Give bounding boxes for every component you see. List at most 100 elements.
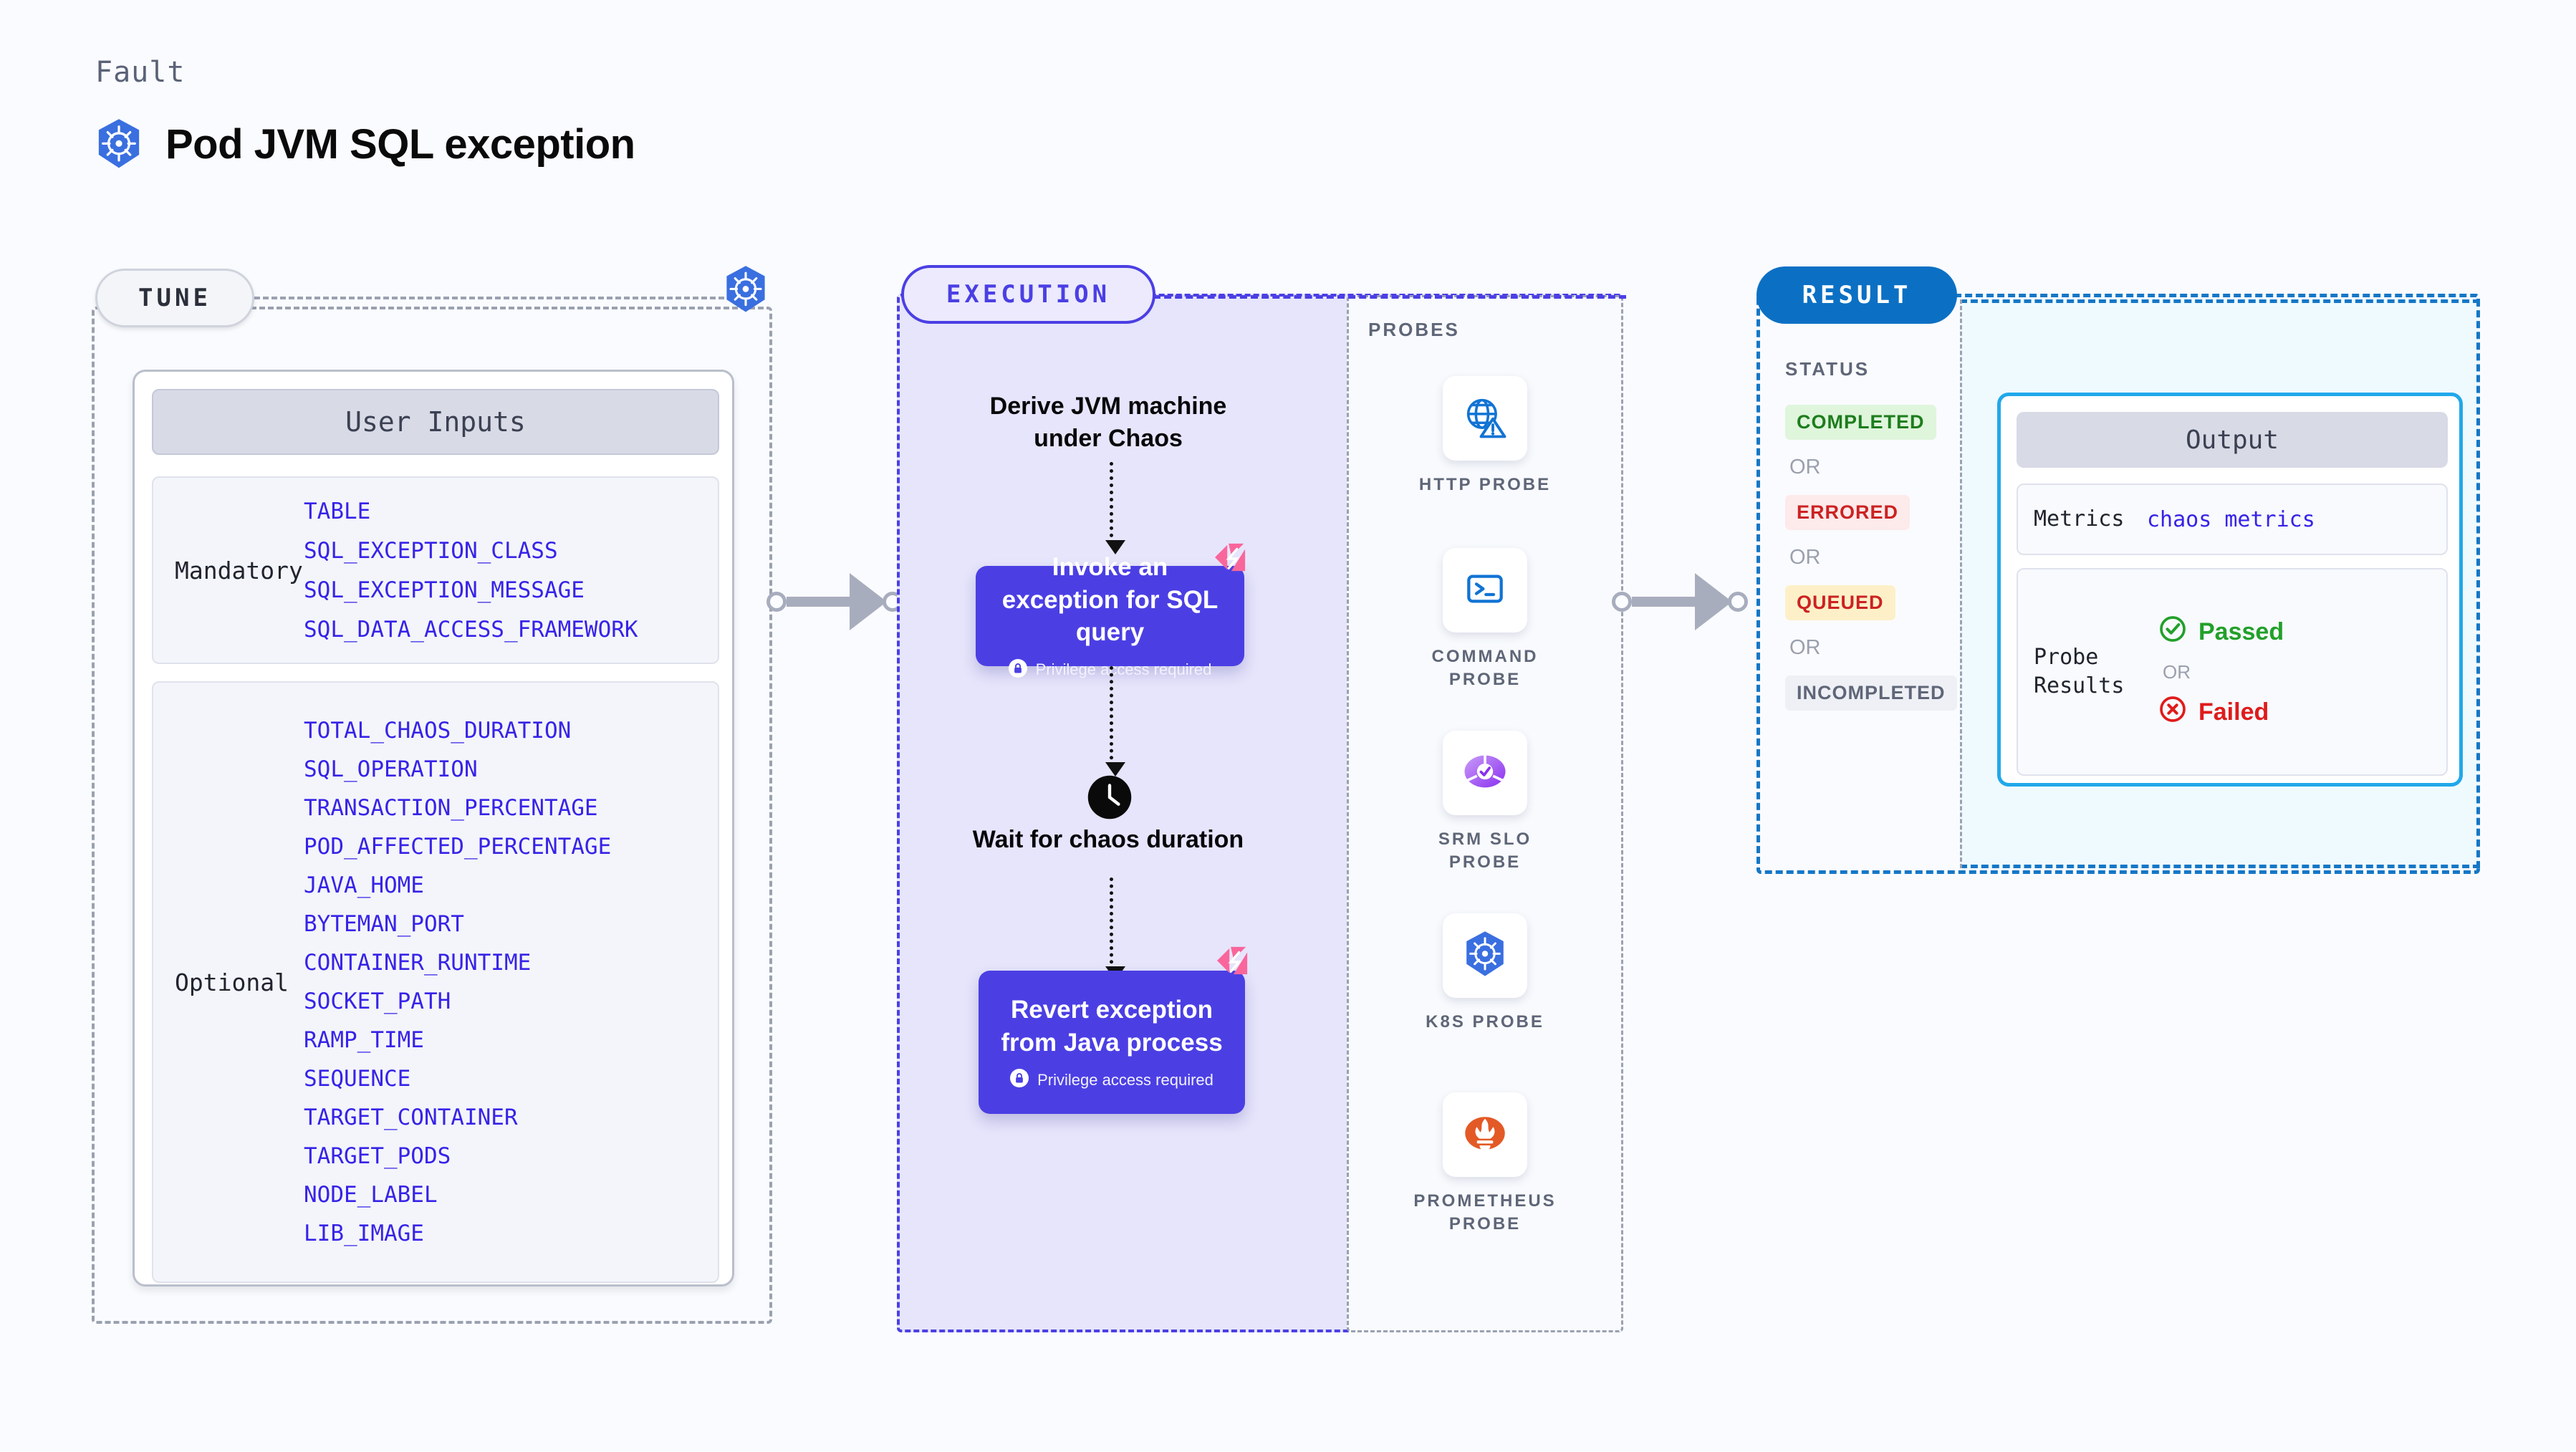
output-title: Output <box>2017 412 2448 468</box>
probe-label: COMMAND PROBE <box>1431 647 1539 690</box>
or-label: OR <box>1789 636 1821 659</box>
probe-results-label: Probe Results <box>2034 644 2125 699</box>
param-item[interactable]: JAVA_HOME <box>304 872 424 898</box>
connector-dot <box>766 592 787 612</box>
param-item[interactable]: POD_AFFECTED_PERCENTAGE <box>304 834 612 860</box>
tune-panel-border <box>92 307 772 1324</box>
param-item[interactable]: TABLE <box>304 498 371 524</box>
probe-tile <box>1443 548 1527 633</box>
privilege-label: Privilege access required <box>1037 1070 1213 1089</box>
privilege-label: Privilege access required <box>1035 660 1212 679</box>
action-card-title: Invoke an exception for SQL query <box>1001 553 1219 647</box>
probe-item-command[interactable]: COMMAND PROBE <box>1347 548 1623 692</box>
or-label: OR <box>1789 456 1821 479</box>
output-card: Output Metrics chaos metrics Probe Resul… <box>1997 393 2463 787</box>
probe-tile <box>1443 376 1527 461</box>
param-item[interactable]: SQL_EXCEPTION_MESSAGE <box>304 577 585 603</box>
kubernetes-icon <box>724 265 768 317</box>
mandatory-group-label: Mandatory <box>175 556 303 585</box>
connector-execution-to-result <box>1612 573 1748 630</box>
probe-label: HTTP PROBE <box>1418 475 1552 494</box>
status-badge: INCOMPLETED <box>1785 675 1957 711</box>
action-card-title: Revert exception from Java process <box>1001 996 1223 1057</box>
probe-tile <box>1443 913 1527 998</box>
privilege-row: Privilege access required <box>1008 658 1212 681</box>
param-item[interactable]: LIB_IMAGE <box>304 1221 424 1246</box>
probe-item-k8s[interactable]: K8S PROBE <box>1347 913 1623 1034</box>
param-item[interactable]: RAMP_TIME <box>304 1027 424 1053</box>
metrics-value[interactable]: chaos metrics <box>2147 506 2315 532</box>
probe-result-passed: Passed <box>2158 615 2284 650</box>
connector-tune-to-execution <box>766 573 903 630</box>
param-item[interactable]: TRANSACTION_PERCENTAGE <box>304 795 598 821</box>
probe-item-http[interactable]: HTTP PROBE <box>1347 376 1623 496</box>
param-item[interactable]: SQL_EXCEPTION_CLASS <box>304 537 558 564</box>
chaos-icon <box>1216 946 1250 981</box>
probe-result-failed: Failed <box>2158 695 2284 730</box>
status-heading: STATUS <box>1785 358 1870 380</box>
privilege-row: Privilege access required <box>1010 1069 1213 1091</box>
probe-tile <box>1443 731 1527 815</box>
result-divider <box>1960 299 1962 868</box>
param-item[interactable]: TARGET_PODS <box>304 1143 451 1169</box>
mandatory-params-group: Mandatory TABLE SQL_EXCEPTION_CLASS SQL_… <box>152 476 719 664</box>
param-item[interactable]: SQL_OPERATION <box>304 756 478 782</box>
globe-warning-icon <box>1461 393 1509 444</box>
connector-dot <box>1728 592 1748 612</box>
action-card-invoke-exception[interactable]: Invoke an exception for SQL query Privil… <box>976 553 1244 678</box>
probe-label: PROMETHEUS PROBE <box>1413 1191 1557 1234</box>
chaos-icon <box>1213 542 1248 577</box>
probes-title: PROBES <box>1368 319 1460 340</box>
clock-icon <box>1086 774 1133 824</box>
connector-shaft <box>787 597 850 607</box>
kubernetes-icon <box>1463 931 1507 981</box>
param-item[interactable]: SOCKET_PATH <box>304 989 451 1014</box>
or-label: OR <box>1789 546 1821 569</box>
x-circle-icon <box>2158 695 2187 730</box>
page-title: Pod JVM SQL exception <box>165 120 635 168</box>
passed-label: Passed <box>2198 617 2284 645</box>
param-item[interactable]: CONTAINER_RUNTIME <box>304 950 532 976</box>
srm-slo-icon <box>1463 751 1507 795</box>
probe-item-prometheus[interactable]: PROMETHEUS PROBE <box>1347 1092 1623 1236</box>
step-derive-jvm-label: Derive JVM machine under Chaos <box>989 393 1227 453</box>
status-column: STATUS COMPLETED OR ERRORED OR QUEUED OR… <box>1785 358 1993 711</box>
mandatory-param-list: TABLE SQL_EXCEPTION_CLASS SQL_EXCEPTION_… <box>304 499 638 643</box>
output-row-probe-results: Probe Results Passed OR <box>2017 568 2448 776</box>
lock-icon <box>1008 658 1027 681</box>
failed-label: Failed <box>2198 698 2269 726</box>
arrow-head-icon <box>850 573 887 630</box>
probe-item-srm-slo[interactable]: SRM SLO PROBE <box>1347 731 1623 875</box>
fault-eyebrow-label: Fault <box>95 56 186 89</box>
status-badge: ERRORED <box>1785 495 1911 530</box>
tune-tag: TUNE <box>95 269 254 327</box>
optional-params-group: Optional TOTAL_CHAOS_DURATION SQL_OPERAT… <box>152 681 719 1283</box>
connector-dot <box>1612 592 1632 612</box>
param-item[interactable]: TOTAL_CHAOS_DURATION <box>304 718 572 744</box>
optional-param-list: TOTAL_CHAOS_DURATION SQL_OPERATION TRANS… <box>304 718 611 1246</box>
probe-label: K8S PROBE <box>1426 1012 1544 1032</box>
connector-shaft <box>1632 597 1695 607</box>
probe-label: SRM SLO PROBE <box>1438 830 1532 872</box>
user-inputs-title: User Inputs <box>152 389 719 455</box>
metrics-label: Metrics <box>2034 506 2125 532</box>
probe-tile <box>1443 1092 1527 1177</box>
probe-results-values: Passed OR Failed <box>2147 615 2284 730</box>
result-tag: RESULT <box>1756 266 1957 324</box>
param-item[interactable]: NODE_LABEL <box>304 1182 438 1208</box>
action-card-revert-exception[interactable]: Revert exception from Java process Privi… <box>979 971 1245 1114</box>
optional-group-label: Optional <box>175 968 289 996</box>
flow-arrow-icon <box>1105 666 1125 777</box>
flow-arrow-icon <box>1105 462 1125 554</box>
execution-tag: EXECUTION <box>901 265 1155 324</box>
status-badge: COMPLETED <box>1785 405 1936 440</box>
terminal-icon <box>1462 566 1508 615</box>
prometheus-icon <box>1462 1112 1508 1158</box>
param-item[interactable]: BYTEMAN_PORT <box>304 911 464 937</box>
lock-icon <box>1010 1069 1029 1091</box>
param-item[interactable]: SEQUENCE <box>304 1066 411 1092</box>
param-item[interactable]: TARGET_CONTAINER <box>304 1105 518 1130</box>
param-item[interactable]: SQL_DATA_ACCESS_FRAMEWORK <box>304 616 638 643</box>
arrow-head-icon <box>1695 573 1732 630</box>
